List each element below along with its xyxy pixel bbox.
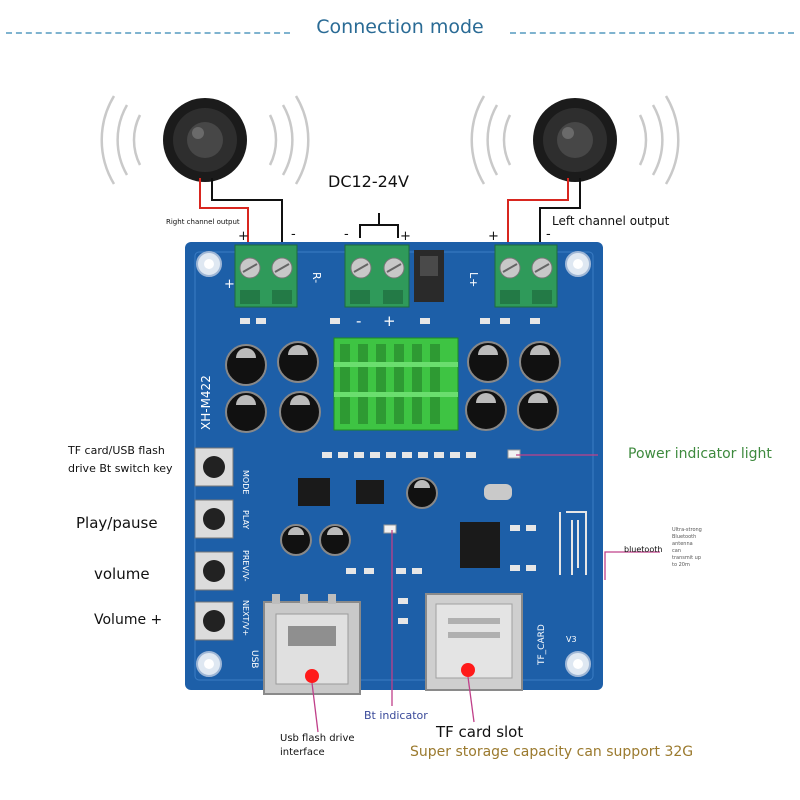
left-minus-label: - bbox=[546, 227, 551, 242]
header-line-right bbox=[510, 32, 794, 34]
silk-l-label: L+ bbox=[467, 272, 480, 287]
silk-r-label: R- bbox=[310, 272, 323, 283]
speaker-left-channel-icon bbox=[470, 95, 680, 185]
antenna-note-4: can bbox=[672, 548, 681, 554]
mounting-holes bbox=[196, 251, 591, 677]
page-title-text: Connection mode bbox=[308, 16, 492, 38]
terminal-right-output bbox=[234, 244, 298, 308]
mode-key-line-2: drive Bt switch key bbox=[68, 462, 173, 475]
bluetooth-label: bluetooth bbox=[624, 545, 663, 554]
ic-chips bbox=[298, 478, 512, 568]
silk-model: XH-M422 bbox=[199, 375, 213, 430]
left-channel-label: Left channel output bbox=[552, 214, 670, 228]
silk-usb: USB bbox=[249, 650, 259, 668]
header-line-left bbox=[6, 32, 290, 34]
smd-components bbox=[240, 318, 540, 624]
bt-indicator-label: Bt indicator bbox=[364, 709, 428, 722]
tf-capacity-label: Super storage capacity can support 32G bbox=[410, 744, 694, 760]
silk-power-minus: - bbox=[356, 312, 361, 330]
power-plus-label: + bbox=[400, 229, 411, 244]
left-plus-label: + bbox=[488, 229, 499, 244]
antenna-note-6: to 20m bbox=[672, 562, 690, 568]
silk-prev: PREV/V- bbox=[241, 550, 250, 582]
callout-lines bbox=[311, 454, 660, 733]
tf-card-slot bbox=[425, 593, 523, 691]
antenna-note-5: transmit up bbox=[672, 555, 702, 561]
bluetooth-antenna-icon bbox=[559, 511, 587, 575]
usb-marker-dot bbox=[305, 669, 319, 683]
antenna-note: Ultra-strong Bluetooth antenna can trans… bbox=[672, 527, 702, 569]
antenna-note-1: Ultra-strong bbox=[672, 527, 702, 533]
volume-plus-label: Volume + bbox=[94, 612, 163, 628]
push-buttons bbox=[194, 447, 234, 641]
silk-power-plus: + bbox=[383, 312, 396, 330]
usb-interface-line-1: Usb flash drive bbox=[280, 733, 355, 744]
speaker-right-channel-icon bbox=[100, 95, 310, 185]
terminal-power-input bbox=[344, 244, 410, 308]
silk-version: V3 bbox=[566, 635, 577, 644]
power-diode bbox=[414, 250, 444, 302]
speaker-wires bbox=[199, 178, 581, 268]
right-channel-label: Right channel output bbox=[166, 218, 240, 226]
led-indicators bbox=[383, 449, 521, 534]
power-input-label: DC12-24V bbox=[328, 172, 409, 191]
right-minus-label: - bbox=[291, 227, 296, 242]
mode-key-label: TF card/USB flash drive Bt switch key bbox=[68, 442, 173, 478]
silk-play: PLAY bbox=[241, 510, 250, 529]
silk-tf: TF_CARD bbox=[537, 624, 547, 666]
silk-mode: MODE bbox=[241, 470, 250, 494]
silk-next: NEXT/V+ bbox=[241, 600, 250, 636]
power-minus-label: - bbox=[344, 227, 349, 242]
terminal-left-output bbox=[494, 244, 558, 308]
tf-marker-dot bbox=[461, 663, 475, 677]
antenna-note-2: Bluetooth bbox=[672, 534, 697, 540]
page-title: Connection mode bbox=[0, 16, 800, 38]
play-pause-label: Play/pause bbox=[76, 514, 158, 532]
tf-slot-label: TF card slot bbox=[436, 723, 524, 741]
usb-interface-label: Usb flash drive interface bbox=[280, 732, 355, 760]
silk-right-plus: + bbox=[224, 277, 235, 292]
right-plus-label: + bbox=[238, 229, 249, 244]
heatsink bbox=[333, 337, 459, 431]
power-indicator-label: Power indicator light bbox=[628, 446, 772, 462]
antenna-note-3: antenna bbox=[672, 541, 693, 547]
mode-key-line-1: TF card/USB flash bbox=[68, 444, 165, 457]
volume-minus-label: volume bbox=[94, 565, 150, 583]
electrolytic-capacitors bbox=[225, 341, 561, 556]
usb-interface-line-2: interface bbox=[280, 747, 325, 758]
